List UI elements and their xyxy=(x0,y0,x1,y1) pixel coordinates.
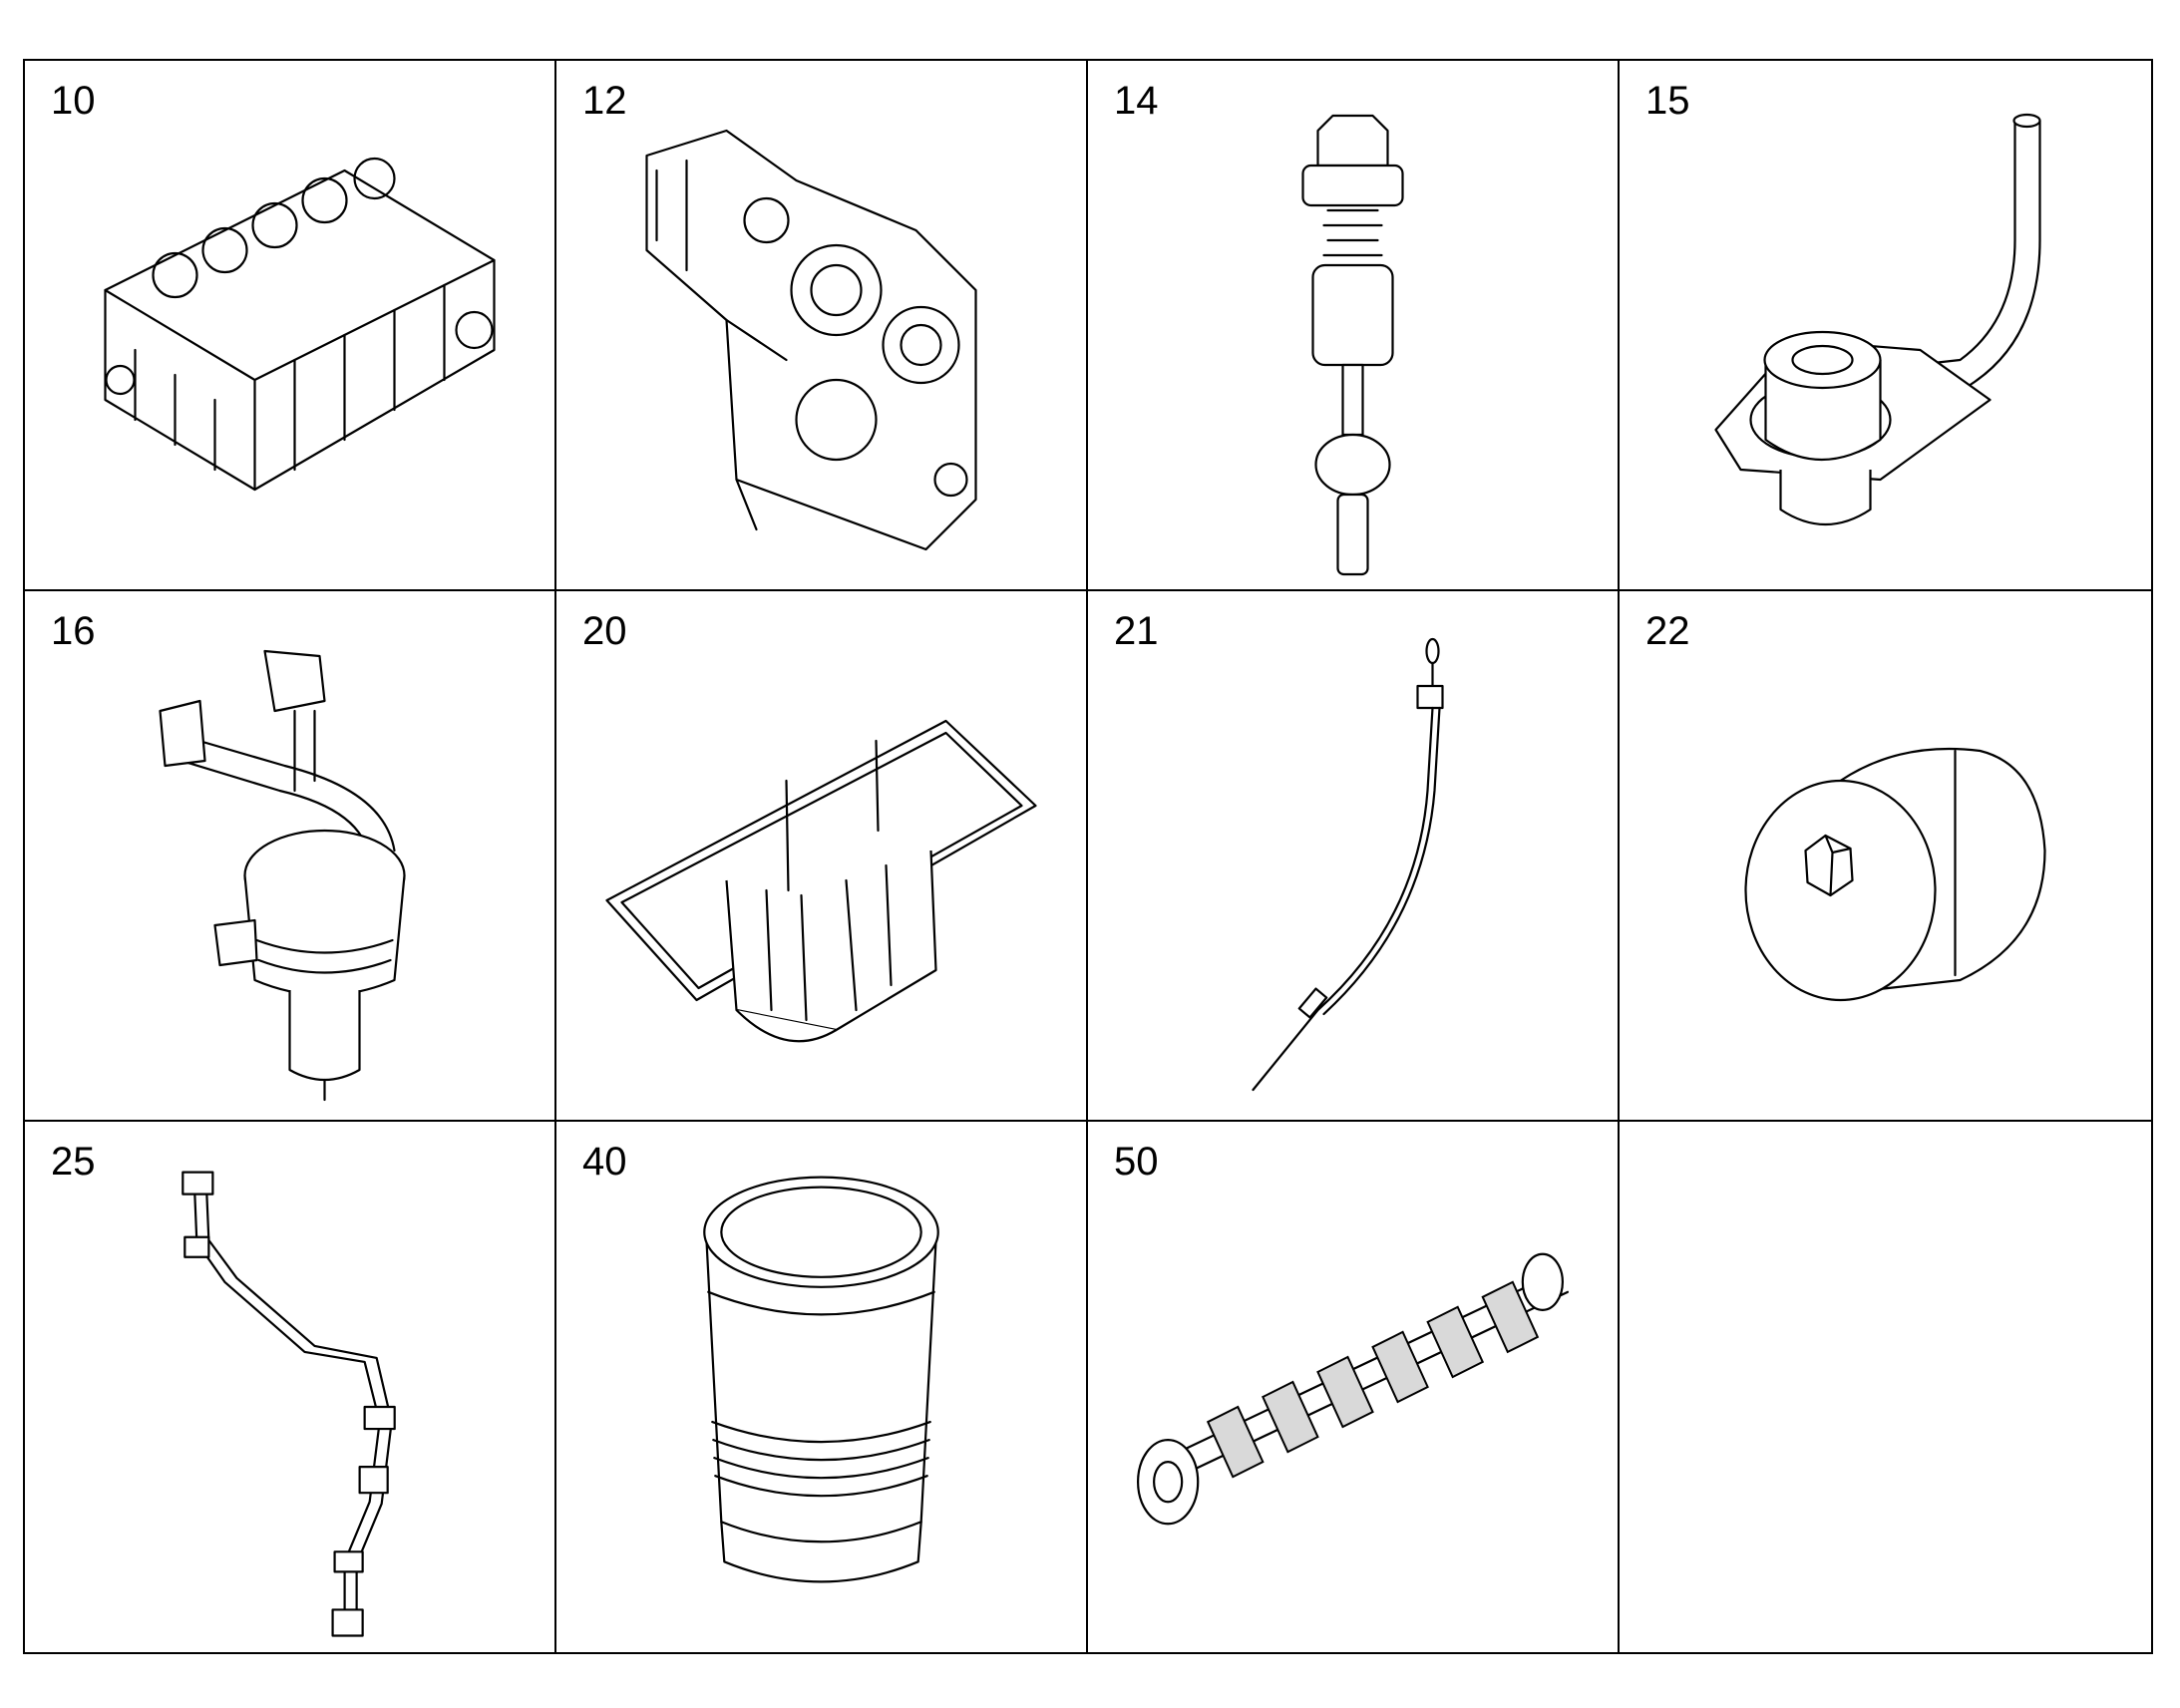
cylinder-liner-icon xyxy=(703,1176,939,1583)
oil-separator-icon xyxy=(159,649,406,1102)
part-number: 12 xyxy=(582,79,627,123)
tube-assembly-icon xyxy=(182,1171,396,1637)
part-number: 10 xyxy=(51,79,96,123)
part-cell[interactable]: 16 xyxy=(25,591,556,1122)
part-cell[interactable]: 12 xyxy=(556,61,1088,591)
part-number: 25 xyxy=(51,1140,96,1184)
crankshaft-icon xyxy=(1136,1252,1570,1526)
part-cell[interactable]: 14 xyxy=(1088,61,1620,591)
part-number: 15 xyxy=(1645,79,1690,123)
part-number: 16 xyxy=(51,609,96,653)
part-number: 20 xyxy=(582,609,627,653)
parts-grid: 10 12 14 xyxy=(23,59,2153,1654)
valve-plug-icon xyxy=(1301,114,1404,576)
empty-cell xyxy=(1620,1122,2151,1652)
hex-socket-plug-icon xyxy=(1744,747,2046,1002)
part-cell[interactable]: 15 xyxy=(1620,61,2151,591)
part-number: 21 xyxy=(1114,609,1159,653)
part-number: 50 xyxy=(1114,1140,1159,1184)
part-cell[interactable]: 10 xyxy=(25,61,556,591)
part-cell[interactable]: 25 xyxy=(25,1122,556,1652)
part-cell[interactable]: 40 xyxy=(556,1122,1088,1652)
part-cell[interactable]: 22 xyxy=(1620,591,2151,1122)
part-number: 22 xyxy=(1645,609,1690,653)
dipstick-icon xyxy=(1252,637,1444,1092)
part-number: 14 xyxy=(1114,79,1159,123)
part-cell[interactable]: 20 xyxy=(556,591,1088,1122)
oil-pan-icon xyxy=(605,719,1037,1043)
timing-case-cover-icon xyxy=(645,129,977,551)
cylinder-block-icon xyxy=(104,157,496,492)
pipe-flange-fitting-icon xyxy=(1714,113,2041,525)
part-number: 40 xyxy=(582,1140,627,1184)
part-cell[interactable]: 21 xyxy=(1088,591,1620,1122)
part-cell[interactable]: 50 xyxy=(1088,1122,1620,1652)
